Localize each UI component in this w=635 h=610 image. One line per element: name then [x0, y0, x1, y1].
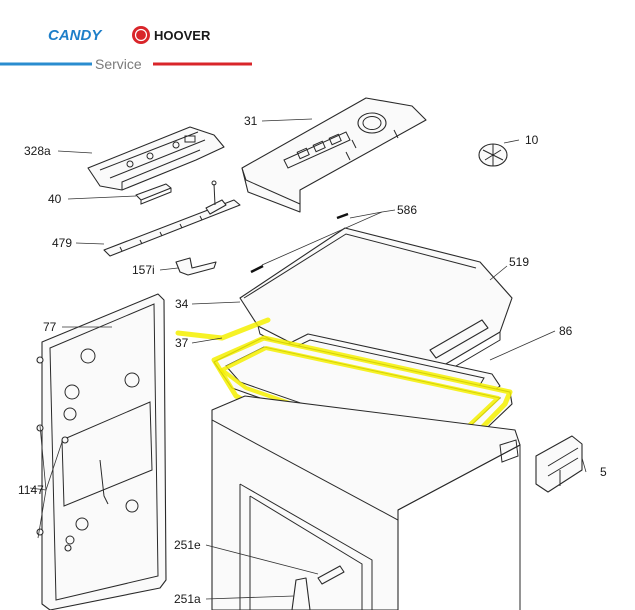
- callout-10: 10: [525, 133, 539, 147]
- cabinet-body: [211, 395, 521, 610]
- callout-86: 86: [559, 324, 573, 338]
- callout-328a: 328a: [24, 144, 51, 158]
- callout-479: 479: [52, 236, 72, 250]
- part-586-marks: [250, 212, 349, 274]
- part-40-connector: [135, 183, 172, 205]
- leader-lines: [29, 118, 587, 600]
- part-479-strip: [103, 180, 241, 257]
- part-31-control-panel: [241, 97, 427, 213]
- part-251a-hinge: [291, 577, 311, 610]
- hoover-logo: HOOVER: [154, 28, 211, 43]
- callout-157i: 157i: [132, 263, 155, 277]
- callout-40: 40: [48, 192, 62, 206]
- hoover-logo-icon: [132, 26, 150, 44]
- callout-251e: 251e: [174, 538, 201, 552]
- callout-586: 586: [397, 203, 417, 217]
- candy-logo: CANDY: [48, 27, 103, 44]
- service-label: Service: [95, 56, 142, 72]
- callout-5: 5: [600, 465, 607, 479]
- callout-251a: 251a: [174, 592, 201, 606]
- part-10-knob: [478, 143, 508, 167]
- part-157i-clip: [175, 257, 217, 276]
- part-251e-bolt: [317, 565, 345, 585]
- callout-1147: 1147: [18, 483, 44, 497]
- part-519-handle: [429, 319, 489, 359]
- callout-labels: 328a 40 479 31 10 586 157i 519 34 77 37 …: [18, 114, 607, 606]
- callout-34: 34: [175, 297, 189, 311]
- callout-31: 31: [244, 114, 258, 128]
- brand-header: CANDY HOOVER Service: [0, 26, 252, 72]
- part-1147-screws: [36, 356, 72, 552]
- callout-37: 37: [175, 336, 189, 350]
- part-77-back-panel: [41, 293, 167, 610]
- callout-77: 77: [43, 320, 57, 334]
- part-5-door-lock: [535, 435, 583, 493]
- part-328a-bracket: [87, 126, 225, 191]
- callout-519: 519: [509, 255, 529, 269]
